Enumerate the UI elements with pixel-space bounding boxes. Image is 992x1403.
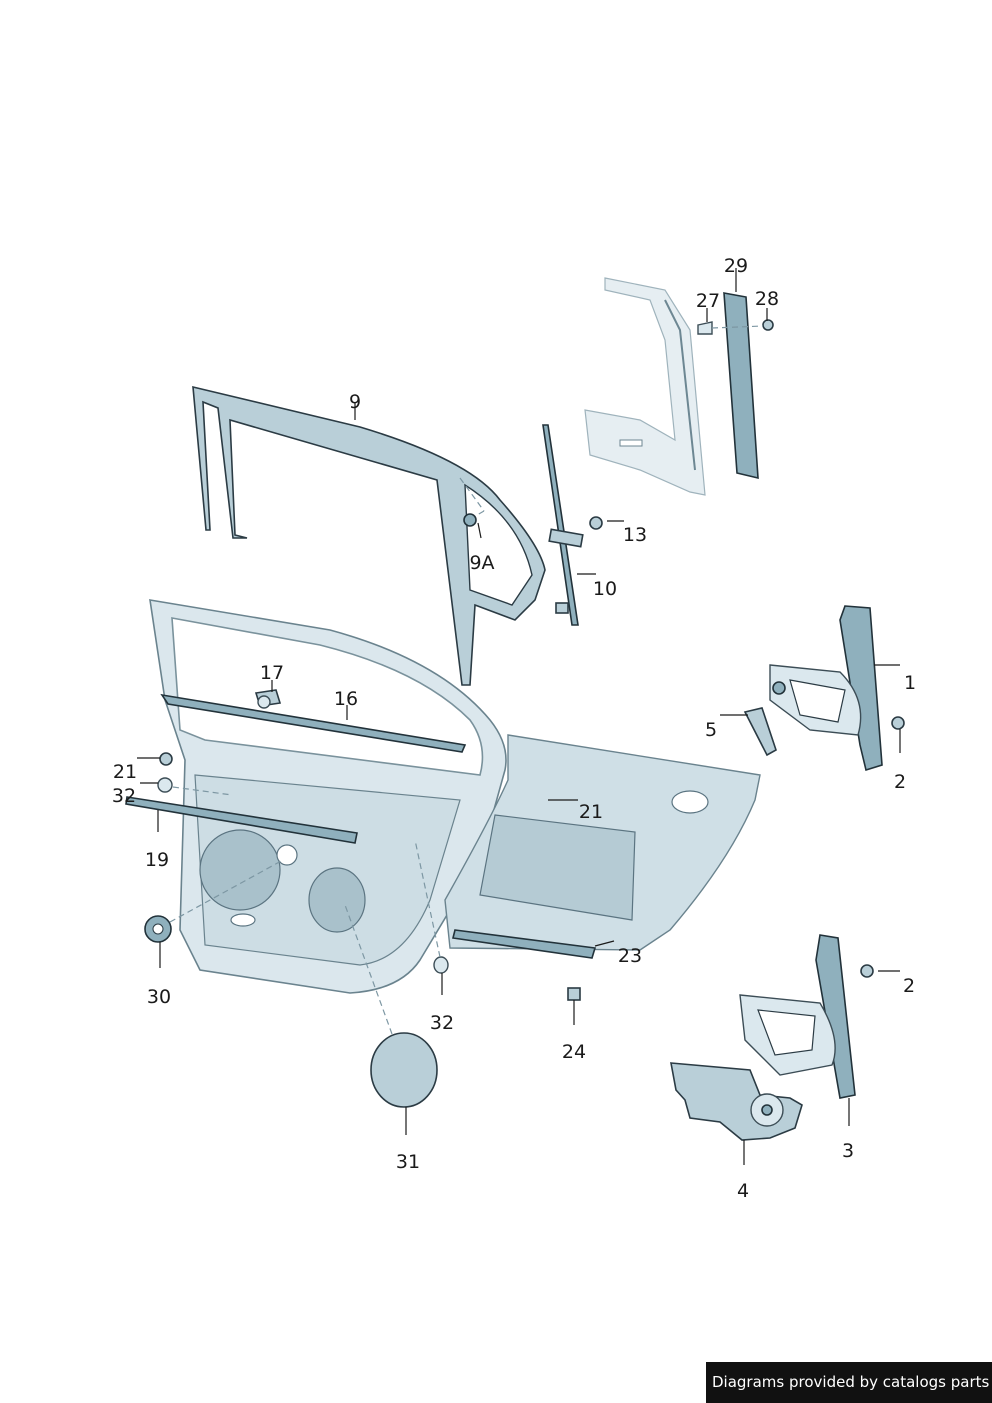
part-28-screw [711, 319, 774, 331]
callout-1: 1 [904, 672, 916, 694]
part-29-pillar-trim [723, 292, 759, 480]
callout-32-right: 32 [430, 1012, 454, 1034]
part-16-window-seal-outer [160, 693, 467, 753]
part-32-plug-left [157, 777, 233, 796]
part-17-clip [254, 689, 282, 709]
part-10-guide-rail [542, 424, 584, 626]
callout-23: 23 [618, 945, 642, 967]
callout-10: 10 [593, 578, 617, 600]
callout-17: 17 [260, 662, 284, 684]
callout-27: 27 [696, 290, 720, 312]
part-23-trim-strip [452, 929, 597, 959]
callout-31: 31 [396, 1151, 420, 1173]
part-2-screw-top [891, 716, 905, 730]
callout-2-bottom: 2 [903, 975, 915, 997]
part-2-screw-bottom [860, 964, 874, 978]
part-21-screw-left [159, 752, 173, 766]
attribution-banner: Diagrams provided by catalogs parts [706, 1362, 992, 1403]
callout-21-left: 21 [113, 761, 137, 783]
callout-28: 28 [755, 288, 779, 310]
callout-9: 9 [349, 391, 361, 413]
attribution-text: Diagrams provided by catalogs parts [712, 1373, 990, 1391]
part-27-clip [697, 321, 713, 335]
callout-16: 16 [334, 688, 358, 710]
callout-30: 30 [147, 986, 171, 1008]
callout-2-top: 2 [894, 771, 906, 793]
callout-5: 5 [705, 719, 717, 741]
callout-3: 3 [842, 1140, 854, 1162]
callout-24: 24 [562, 1041, 586, 1063]
part-24-clip [567, 987, 581, 1001]
callout-19: 19 [145, 849, 169, 871]
part-3-window-regulator [739, 934, 856, 1099]
part-9-window-channel [192, 385, 546, 686]
leader-lines [137, 268, 901, 1165]
callout-9a: 9A [469, 552, 494, 574]
callout-labels: 9 9A 13 10 29 27 28 1 5 2 2 3 4 17 16 21… [112, 255, 916, 1202]
part-13-screw [589, 516, 603, 530]
body-pillar [584, 277, 706, 496]
callout-32-left: 32 [112, 785, 136, 807]
part-32-plug-right [414, 839, 449, 974]
callout-13: 13 [623, 524, 647, 546]
door-shell [149, 599, 507, 994]
part-31-cover [344, 904, 438, 1108]
part-5-crank-handle [743, 681, 786, 757]
callout-29: 29 [724, 255, 748, 277]
part-30-grommet [144, 859, 284, 943]
part-1-window-regulator [769, 605, 883, 772]
part-4-window-motor [670, 1062, 803, 1141]
part-19-window-seal-inner [125, 796, 358, 844]
door-trim-panel [444, 734, 761, 951]
callout-4: 4 [737, 1180, 749, 1202]
callout-21-right: 21 [579, 801, 603, 823]
